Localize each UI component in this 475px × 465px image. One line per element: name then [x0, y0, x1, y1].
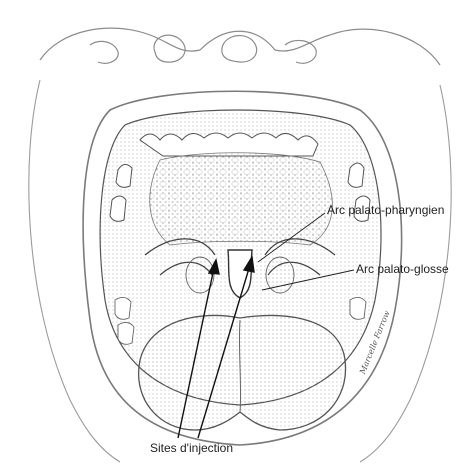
label-arc-palato-pharyngien: Arc palato-pharyngien — [327, 203, 444, 217]
label-arc-palato-glosse: Arc palato-glosse — [356, 262, 449, 276]
label-sites-injection: Sites d'injection — [150, 441, 233, 455]
tongue — [139, 315, 346, 430]
hard-palate — [150, 153, 333, 245]
nose-outline — [40, 28, 440, 65]
